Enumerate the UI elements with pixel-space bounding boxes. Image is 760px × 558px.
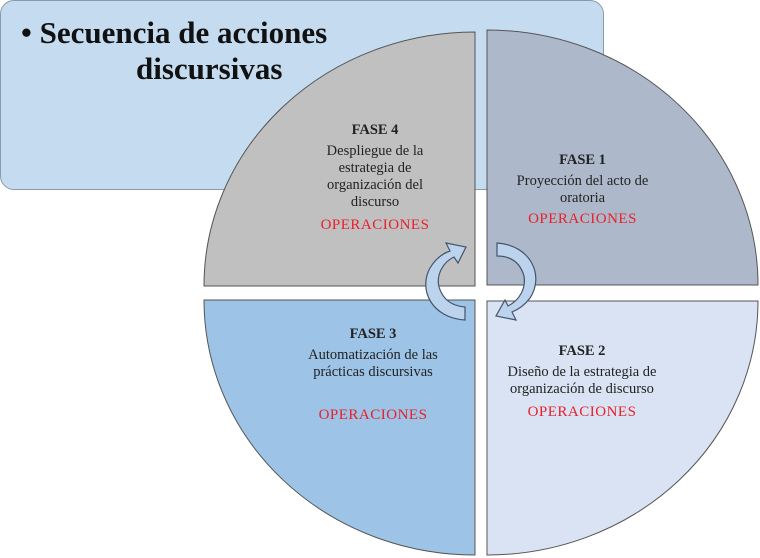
bullet: • (21, 15, 32, 50)
title-text-2: discursivas (136, 51, 283, 86)
title-line-1: • Secuencia de acciones (21, 15, 327, 51)
quadrant-fase2 (486, 300, 759, 556)
fase4-content: FASE 4 Despliegue de la estrategia de or… (300, 122, 450, 234)
title-text-1: Secuencia de acciones (39, 15, 328, 50)
fase3-operations: OPERACIONES (318, 407, 428, 423)
fase4-label: FASE 4 (351, 122, 399, 138)
fase3-description: Automatización de las prácticas discursi… (308, 347, 438, 380)
arrow-right-icon (495, 242, 537, 321)
fase4-description: Despliegue de la estrategia de organizac… (326, 143, 424, 210)
quadrant-fase3 (203, 299, 476, 556)
fase2-label: FASE 2 (558, 343, 606, 359)
fase3-label: FASE 3 (349, 326, 397, 342)
arrow-left-icon (425, 242, 467, 321)
quadrant-fase1 (486, 29, 759, 286)
fase3-content: FASE 3 Automatización de las prácticas d… (288, 326, 458, 424)
fase1-description: Proyección del acto de oratoria (516, 173, 649, 206)
fase2-content: FASE 2 Diseño de la estrategia de organi… (497, 343, 667, 421)
fase1-content: FASE 1 Proyección del acto de oratoria O… (495, 152, 670, 228)
fase2-description: Diseño de la estrategia de organización … (507, 364, 657, 397)
fase1-operations: OPERACIONES (528, 211, 637, 227)
quadrant-fase4 (203, 31, 476, 287)
fase2-operations: OPERACIONES (527, 404, 637, 420)
fase1-label: FASE 1 (559, 152, 606, 168)
fase4-operations: OPERACIONES (320, 217, 430, 233)
